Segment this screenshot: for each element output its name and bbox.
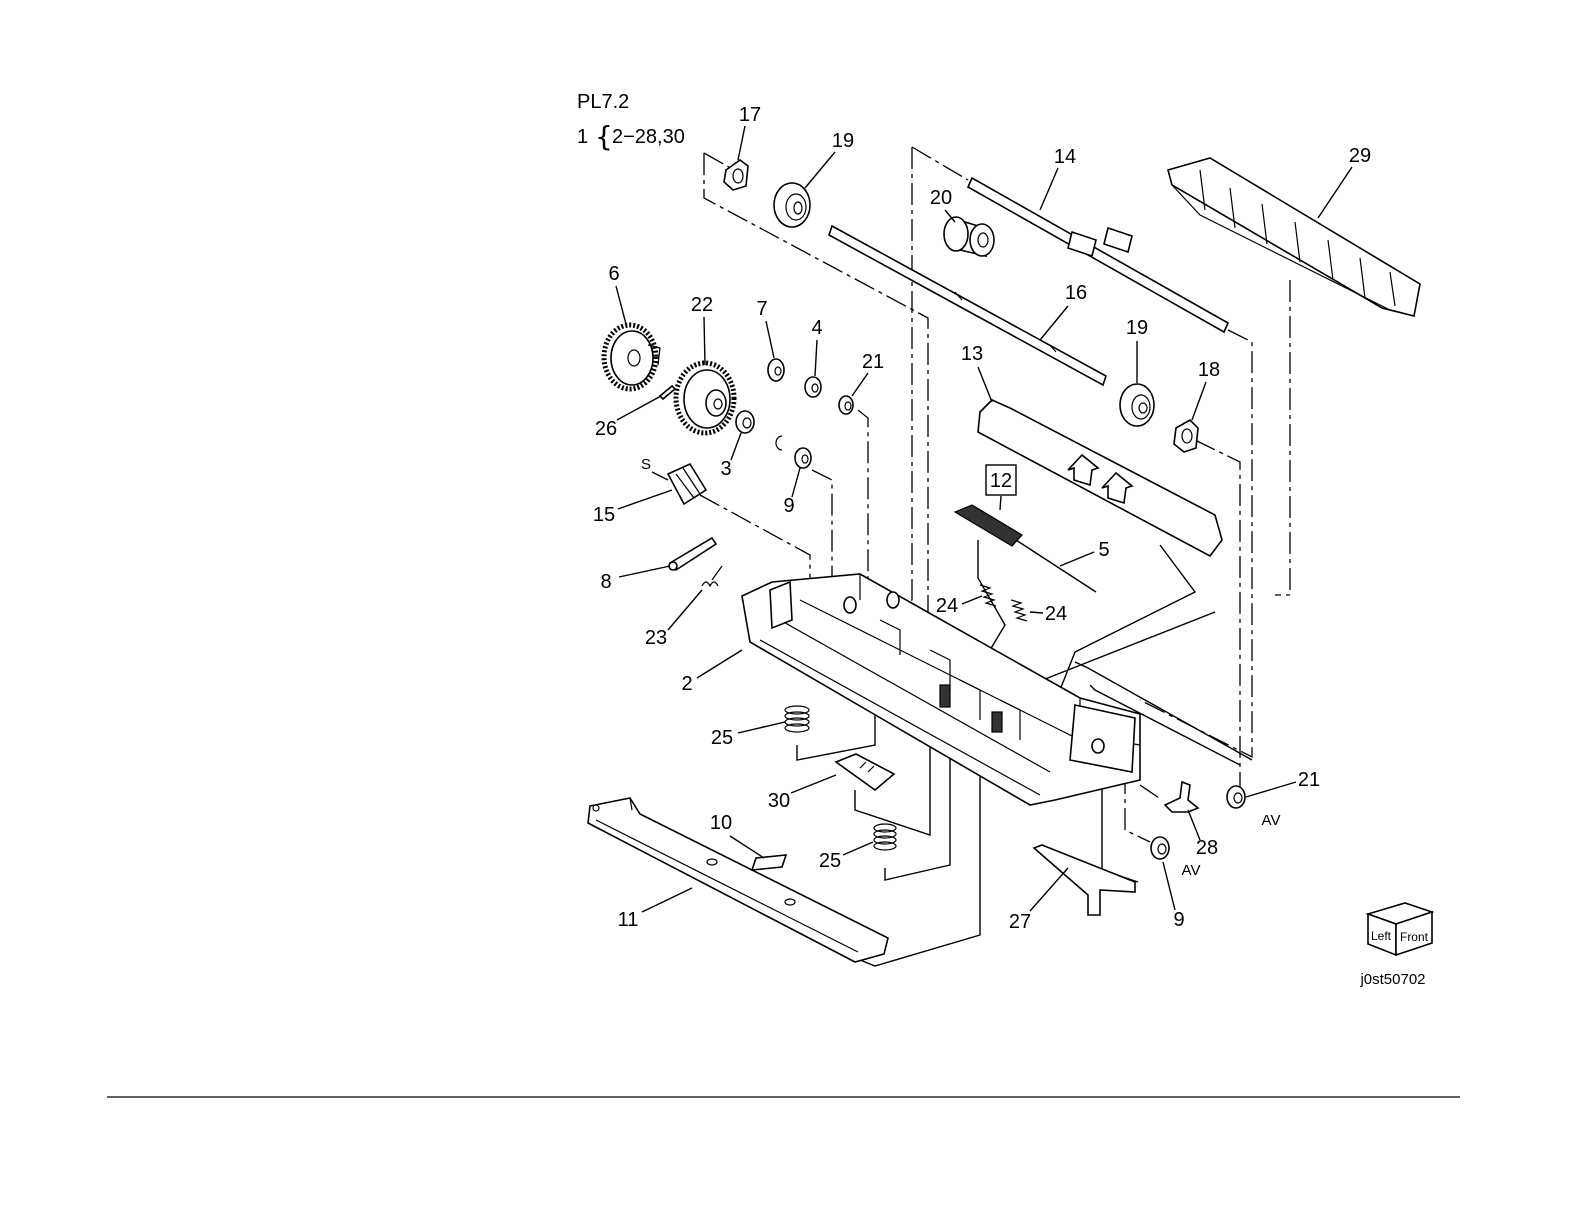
- frame-gear-strip: [992, 712, 1002, 732]
- roller-outer: [774, 183, 810, 227]
- callout-25a: 25: [711, 727, 733, 749]
- frame-boss: [887, 592, 899, 608]
- roller-face: [970, 224, 994, 256]
- callout-24b: 24: [1045, 603, 1067, 625]
- leader-line-24b: [1030, 612, 1043, 613]
- callout-25b: 25: [819, 850, 841, 872]
- callout-16: 16: [1065, 282, 1087, 304]
- callout-30: 30: [768, 790, 790, 812]
- callout-7: 7: [756, 298, 767, 320]
- callout-22: 22: [691, 294, 713, 316]
- callout-24a: 24: [936, 595, 958, 617]
- pad-body: [752, 855, 786, 870]
- part-4-bearing: [805, 377, 821, 397]
- roller-face: [944, 217, 968, 251]
- frame-gear-strip: [940, 685, 950, 707]
- assembly-brace: {: [595, 120, 613, 153]
- callout-12: 12: [990, 470, 1012, 492]
- part-9-bearing-lower: [1151, 837, 1169, 859]
- cube-front-label: Front: [1400, 930, 1429, 944]
- callout-14: 14: [1054, 146, 1076, 168]
- leader-line-12: [1000, 496, 1001, 510]
- part-21-bearing-lower: [1227, 786, 1245, 808]
- callout-3: 3: [720, 458, 731, 480]
- marker-s: S: [641, 456, 651, 473]
- callout-13: 13: [961, 343, 983, 365]
- callout-19: 19: [832, 130, 854, 152]
- callout-4: 4: [811, 317, 822, 339]
- part-10-pad: [752, 855, 786, 870]
- callout-21b: 21: [1298, 769, 1320, 791]
- leader-line-22: [704, 317, 705, 365]
- gear-boss: [706, 390, 726, 416]
- callout-2: 2: [681, 673, 692, 695]
- frame-boss: [844, 597, 856, 613]
- callout-10: 10: [710, 812, 732, 834]
- callout-18: 18: [1198, 359, 1220, 381]
- callout-26: 26: [595, 418, 617, 440]
- callout-15: 15: [593, 504, 615, 526]
- callout-23: 23: [645, 627, 667, 649]
- callout-9: 9: [783, 495, 794, 517]
- bearing-body: [805, 377, 821, 397]
- marker-av-1: AV: [1262, 812, 1281, 829]
- part-21-bearing-top: [839, 396, 853, 414]
- roller-outer: [1120, 384, 1154, 426]
- callout-11: 11: [618, 909, 639, 931]
- part-19-roller-top: [774, 183, 810, 227]
- callout-9b: 9: [1173, 909, 1184, 931]
- gear-body: [611, 331, 653, 385]
- callout-20: 20: [930, 187, 952, 209]
- callout-17: 17: [739, 104, 761, 126]
- plate-number: PL7.2: [577, 91, 629, 113]
- bearing-body: [795, 448, 811, 468]
- assembly-item: 1: [577, 126, 588, 148]
- part-22-gear: [676, 363, 734, 433]
- collar-body: [768, 359, 784, 381]
- assembly-range: 2−28,30: [612, 126, 685, 148]
- callout-29: 29: [1349, 145, 1371, 167]
- part-7-collar: [768, 359, 784, 381]
- part-3-bearing: [736, 411, 754, 433]
- part-9-bearing-top: [795, 448, 811, 468]
- callout-28: 28: [1196, 837, 1218, 859]
- callout-8: 8: [600, 571, 611, 593]
- callout-27: 27: [1009, 911, 1031, 933]
- part-19-roller-lower: [1120, 384, 1154, 426]
- callout-5: 5: [1098, 539, 1109, 561]
- cube-left-label: Left: [1371, 929, 1392, 943]
- frame-left-bracket: [770, 582, 792, 628]
- callout-6: 6: [608, 263, 619, 285]
- frame-boss: [1092, 739, 1104, 753]
- marker-av-2: AV: [1182, 862, 1201, 879]
- lever-pivot: [669, 562, 677, 570]
- figure-id: j0st50702: [1359, 971, 1425, 988]
- callout-21: 21: [862, 351, 884, 373]
- callout-19b: 19: [1126, 317, 1148, 339]
